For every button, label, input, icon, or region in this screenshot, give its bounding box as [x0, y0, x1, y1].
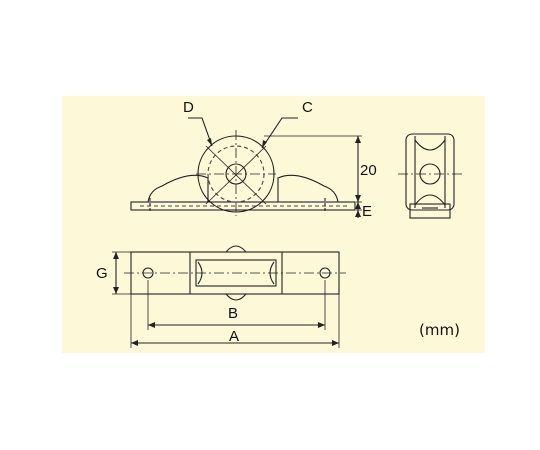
side-view: [398, 133, 462, 219]
dim-B-arrow-left: [148, 322, 155, 328]
label-height-20: 20: [360, 162, 377, 179]
label-B: B: [228, 305, 239, 322]
side-wheel-outline: [405, 133, 455, 211]
side-groove-bottom: [414, 194, 446, 206]
side-groove-top: [414, 139, 446, 151]
front-bracket-right: [277, 174, 339, 203]
top-wheel-back: [225, 293, 247, 301]
dim-G-arrow-bottom: [113, 287, 119, 294]
dim-20-arrow-bottom: [355, 195, 361, 202]
leader-C: [261, 117, 298, 149]
label-A: A: [229, 328, 240, 345]
leader-D: [188, 117, 213, 147]
label-E: E: [362, 203, 373, 220]
label-D: D: [183, 99, 194, 116]
dim-20-arrow-top: [355, 136, 361, 143]
label-G: G: [96, 265, 108, 282]
front-base-plate: [130, 201, 356, 211]
front-diag-2: [205, 145, 267, 205]
leader-C-arrow: [262, 140, 267, 148]
front-view: [130, 117, 362, 218]
front-bracket-left: [147, 174, 209, 203]
top-wheel-front: [225, 245, 247, 253]
leader-D-arrow: [207, 138, 212, 146]
dim-E-arrow-bottom: [355, 210, 361, 217]
side-bracket: [409, 203, 451, 219]
dim-A-arrow-left: [131, 340, 138, 346]
dim-A-arrow-right: [332, 340, 339, 346]
dim-G-arrow-top: [113, 252, 119, 259]
dim-E-arrow-top: [355, 202, 361, 209]
label-C: C: [302, 99, 313, 116]
top-view: [112, 245, 346, 348]
dim-B-arrow-right: [318, 322, 325, 328]
unit-note: (mm): [419, 321, 460, 339]
